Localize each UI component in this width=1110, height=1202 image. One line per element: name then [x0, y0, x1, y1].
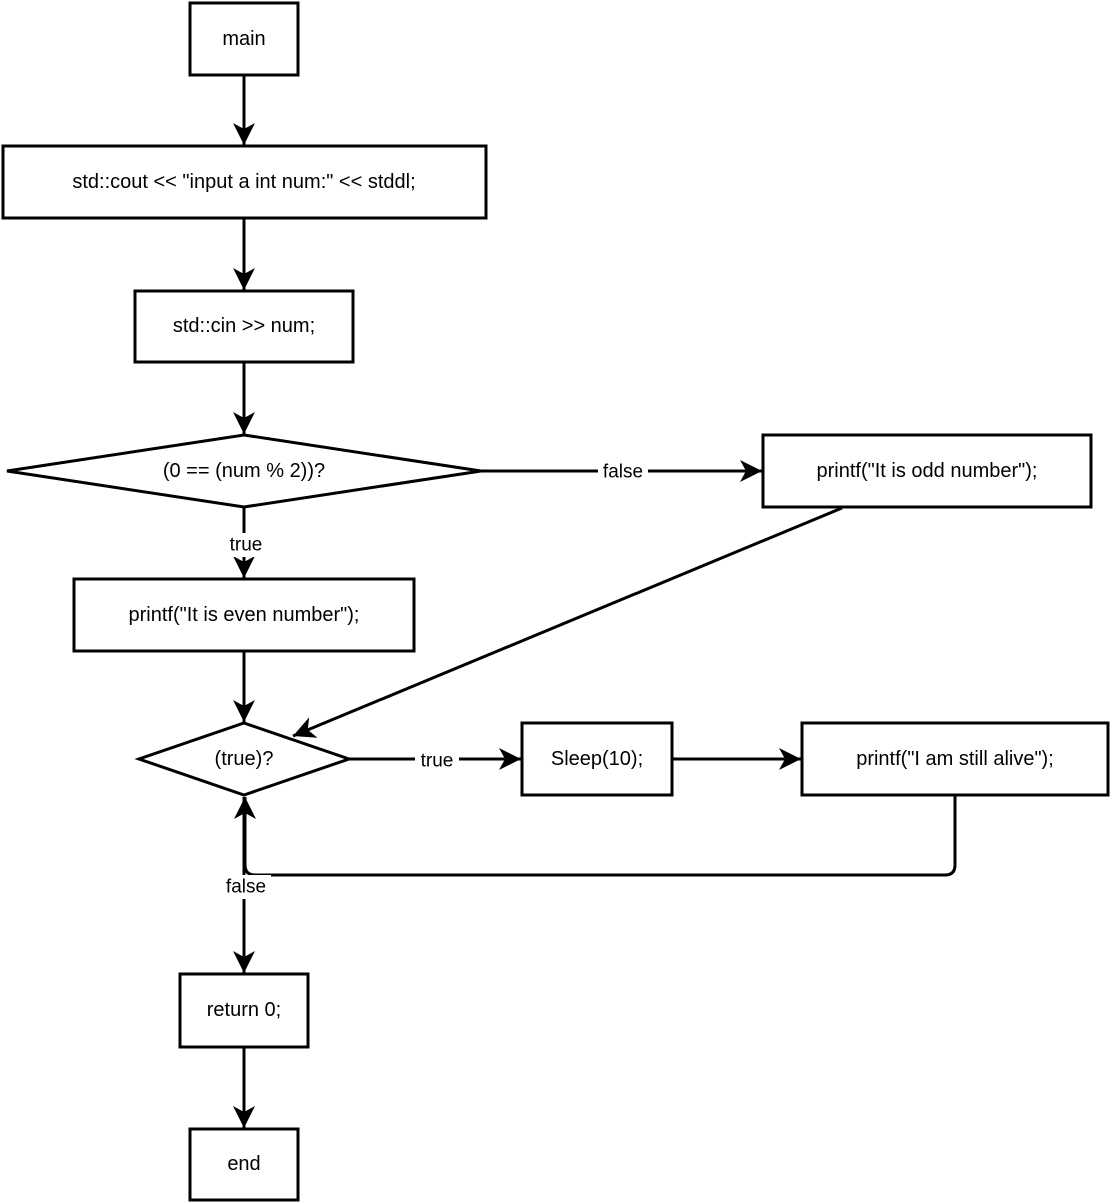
edge-label-loop-false-text: false [226, 877, 266, 898]
edge-odd-to-loop [292, 506, 843, 738]
node-print-alive: printf("I am still alive"); [800, 721, 1110, 797]
node-condition-even: (0 == (num % 2))? [6, 433, 482, 509]
node-print-odd: printf("It is odd number"); [761, 433, 1093, 509]
node-condition-loop: (true)? [134, 721, 354, 797]
edge-label-condition-false: false [598, 460, 648, 484]
edge-label-condition-true-text: true [230, 535, 263, 556]
node-return-label: return 0; [207, 999, 281, 1021]
node-cin-label: std::cin >> num; [173, 315, 315, 337]
node-end: end [188, 1127, 300, 1202]
node-sleep: Sleep(10); [520, 721, 674, 797]
edge-label-loop-false: false [221, 875, 271, 899]
node-print-alive-label: printf("I am still alive"); [856, 748, 1054, 770]
node-main: main [188, 1, 300, 77]
node-cout-label: std::cout << "input a int num:" << stddl… [72, 171, 415, 193]
node-print-even: printf("It is even number"); [72, 577, 416, 653]
edge-alive-back-to-loop [234, 796, 957, 877]
node-main-label: main [222, 28, 265, 50]
node-cout: std::cout << "input a int num:" << stddl… [1, 144, 488, 220]
node-print-odd-label: printf("It is odd number"); [817, 460, 1038, 482]
node-cin: std::cin >> num; [133, 289, 355, 364]
edge-label-loop-true-text: true [421, 751, 454, 772]
node-end-label: end [227, 1153, 260, 1175]
edge-label-loop-true: true [415, 749, 459, 773]
edge-label-condition-true: true [224, 533, 268, 557]
node-print-even-label: printf("It is even number"); [129, 604, 360, 626]
node-condition-even-label: (0 == (num % 2))? [163, 460, 325, 482]
node-return: return 0; [178, 972, 310, 1049]
edge-label-condition-false-text: false [603, 462, 643, 483]
node-condition-loop-label: (true)? [215, 748, 274, 770]
node-sleep-label: Sleep(10); [551, 748, 643, 770]
